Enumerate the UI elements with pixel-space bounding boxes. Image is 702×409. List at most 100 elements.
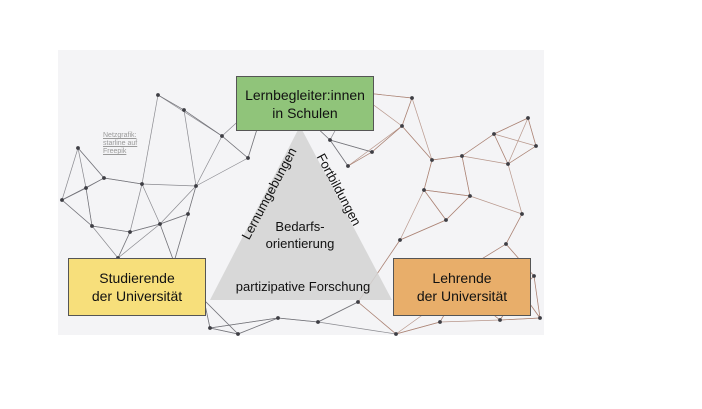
network-line [141,183,197,187]
network-node [276,316,280,320]
network-line [195,135,223,187]
node-lehrende: Lehrende der Universität [393,258,531,316]
network-line [103,177,143,185]
network-node [84,186,88,190]
network-line [507,163,523,215]
network-line [317,321,397,335]
network-line [423,189,471,197]
network-line [461,155,509,165]
network-node [504,242,508,246]
network-line [399,219,447,241]
network-node [506,162,510,166]
network-line [195,157,249,187]
network-line [493,133,509,165]
network-line [423,189,447,221]
network-node [532,274,536,278]
network-node [394,332,398,336]
node-lernbegleiter: Lernbegleiter:innen in Schulen [236,76,374,131]
network-line [183,109,223,137]
network-node [400,124,404,128]
network-line [183,109,197,187]
center-label: Bedarfs- orientierung [240,218,360,252]
network-node [60,198,64,202]
network-node [444,218,448,222]
network-node [76,146,80,150]
network-line [347,151,373,167]
network-node [370,150,374,154]
node-top-line-1: Lernbegleiter:innen [245,86,365,103]
network-node [346,164,350,168]
network-node [220,134,224,138]
network-node [156,93,160,97]
network-node [422,188,426,192]
edge-label-bottom: partizipative Forschung [235,279,371,294]
network-node [492,132,496,136]
network-node [520,212,524,216]
network-line [461,155,471,197]
network-node [158,222,162,226]
network-line [357,301,397,335]
relationship-triangle [210,126,392,300]
node-left-line-1: Studierende [99,270,175,286]
network-line [493,117,529,135]
network-line [141,94,159,185]
network-line [277,317,319,323]
network-node [430,158,434,162]
network-line [439,319,501,323]
network-line [317,301,359,323]
network-line [85,187,93,227]
network-line [401,125,433,161]
network-line [479,243,507,261]
network-line [527,117,537,147]
network-line [159,223,175,263]
network-line [209,327,239,335]
network-line [505,213,523,245]
network-line [329,139,349,167]
network-line [117,223,161,259]
network-line [395,321,441,335]
network-node [90,224,94,228]
network-node [208,326,212,330]
network-node [438,320,442,324]
network-node [398,238,402,242]
node-right-line-1: Lehrende [432,270,492,286]
network-line [157,94,185,111]
center-line-2: orientierung [265,236,335,251]
network-line [209,317,279,329]
node-top-line-2: in Schulen [272,104,338,121]
network-line [533,275,541,319]
network-line [493,133,537,147]
node-left-line-2: der Universität [91,288,183,304]
network-line [61,147,79,201]
image-credit[interactable]: Netzgrafik: starline auf Freepik [103,132,137,156]
center-line-1: Bedarfs- [275,219,325,234]
network-line [173,213,189,263]
network-node [128,230,132,234]
network-line [329,139,373,153]
credit-line-1: Netzgrafik: [103,132,137,139]
network-line [129,223,161,233]
network-line [129,183,143,233]
network-line [203,299,239,335]
network-line [141,183,161,225]
network-node [236,332,240,336]
network-line [347,125,403,167]
network-node [186,212,190,216]
network-line [159,213,189,225]
network-line [401,97,413,127]
node-right-line-2: der Universität [416,288,508,304]
network-node [356,300,360,304]
node-studierende: Studierende der Universität [68,258,206,316]
network-node [140,182,144,186]
network-line [237,317,279,335]
network-node [328,138,332,142]
credit-line-2: starline auf [103,140,138,147]
network-line [117,231,131,259]
network-line [423,159,433,191]
network-line [77,147,105,179]
network-line [411,97,433,161]
network-node [316,320,320,324]
network-node [182,108,186,112]
network-line [499,317,541,321]
